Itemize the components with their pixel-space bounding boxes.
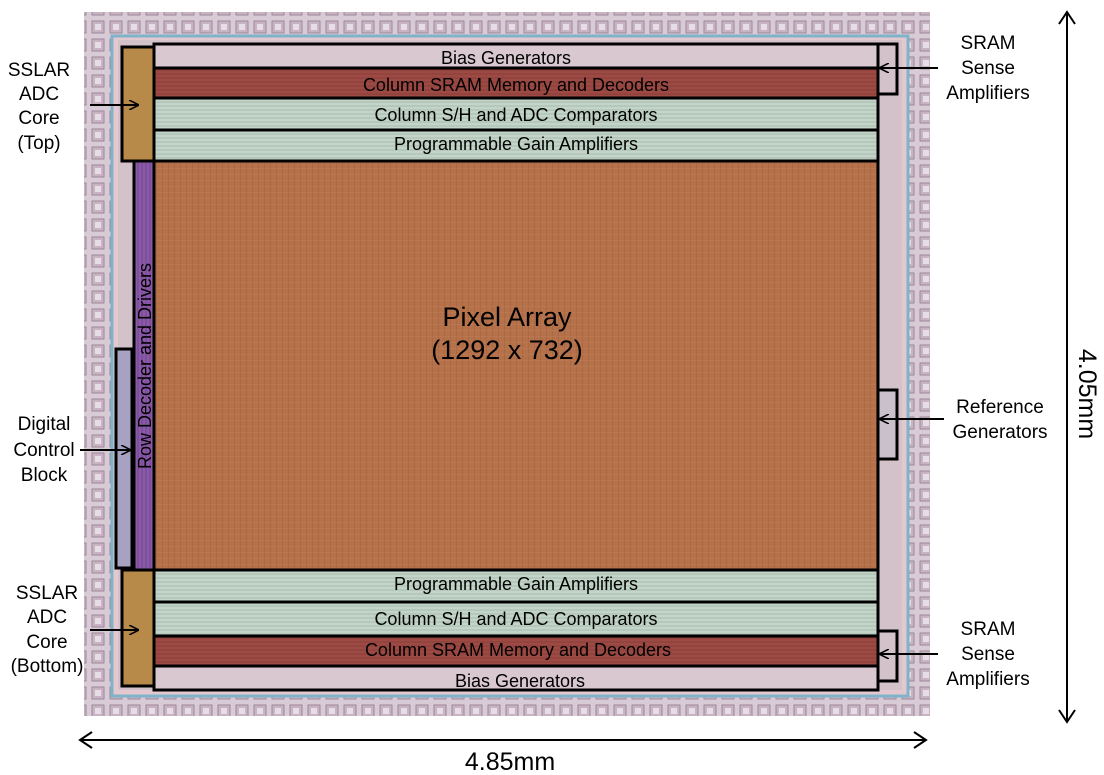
sram-bottom-line-3: Amplifiers: [946, 669, 1029, 690]
row-decoder-label: Row Decoder and Drivers: [135, 263, 155, 469]
pixel-array-region: [154, 161, 878, 570]
reference-generators-label: Reference Generators: [952, 397, 1047, 443]
adc-bottom-line-4: (Bottom): [11, 656, 84, 677]
height-dimension: 4.05mm: [1059, 12, 1101, 722]
adc-core-bottom-block: [122, 570, 154, 686]
adc-bottom-line-1: SSLAR: [16, 583, 78, 604]
adc-core-bottom-label: SSLAR ADC Core (Bottom): [11, 583, 84, 677]
adc-bottom-line-2: ADC: [27, 607, 67, 628]
adc-core-top-label: SSLAR ADC Core (Top): [8, 60, 70, 154]
height-dimension-label: 4.05mm: [1073, 349, 1101, 439]
sram-top-line-1: SRAM: [961, 33, 1016, 54]
adc-top-line-1: SSLAR: [8, 60, 70, 81]
adc-top-line-2: ADC: [19, 84, 59, 105]
top-sram-label: Column SRAM Memory and Decoders: [363, 75, 669, 95]
top-pga-label: Programmable Gain Amplifiers: [394, 134, 638, 154]
bottom-sh-label: Column S/H and ADC Comparators: [374, 609, 657, 629]
adc-top-line-4: (Top): [17, 133, 60, 154]
sram-top-line-2: Sense: [961, 58, 1015, 79]
pixel-array-title: Pixel Array: [442, 302, 572, 332]
sram-top-line-3: Amplifiers: [946, 83, 1029, 104]
top-sh-label: Column S/H and ADC Comparators: [374, 105, 657, 125]
digital-line-1: Digital: [18, 414, 71, 435]
bottom-bias-label: Bias Generators: [455, 671, 585, 691]
sram-sense-top-label: SRAM Sense Amplifiers: [946, 33, 1029, 104]
bottom-pga-label: Programmable Gain Amplifiers: [394, 574, 638, 594]
digital-line-2: Control: [13, 440, 74, 461]
reference-line-2: Generators: [952, 422, 1047, 443]
reference-line-1: Reference: [956, 397, 1044, 418]
pixel-array-size: (1292 x 732): [431, 335, 583, 365]
reference-generators-block: [878, 390, 897, 459]
bottom-sram-label: Column SRAM Memory and Decoders: [365, 640, 671, 660]
digital-line-3: Block: [21, 465, 68, 486]
adc-top-line-3: Core: [18, 108, 59, 129]
sram-bottom-line-1: SRAM: [961, 619, 1016, 640]
width-dimension-label: 4.85mm: [465, 748, 555, 775]
top-bias-label: Bias Generators: [441, 48, 571, 68]
digital-control-label: Digital Control Block: [13, 414, 74, 486]
digital-control-block: [116, 349, 132, 568]
sram-bottom-line-2: Sense: [961, 644, 1015, 665]
sram-sense-bottom-label: SRAM Sense Amplifiers: [946, 619, 1029, 690]
adc-bottom-line-3: Core: [26, 632, 67, 653]
width-dimension: 4.85mm: [80, 732, 926, 775]
